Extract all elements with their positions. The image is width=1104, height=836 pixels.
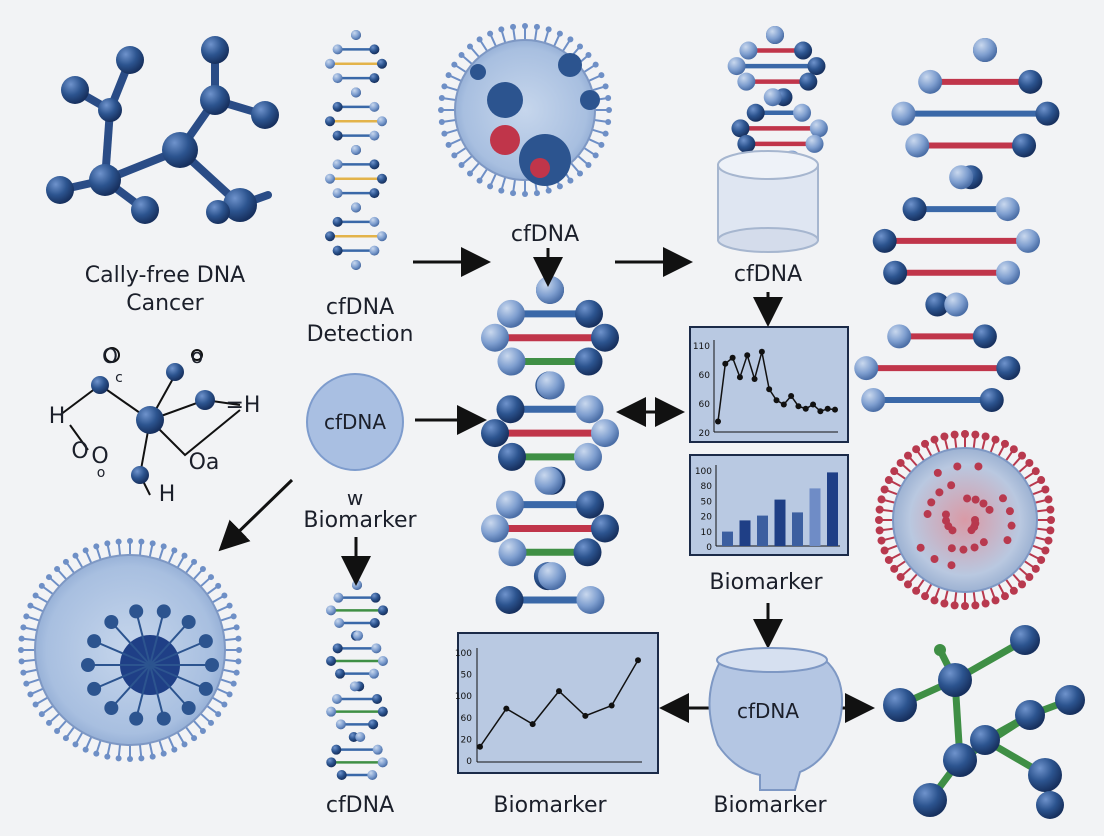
dna-helix-detection bbox=[325, 30, 387, 270]
chart-bar bbox=[739, 520, 751, 546]
chart-point bbox=[751, 376, 758, 382]
molecule-bottom-right-atoms bbox=[883, 625, 1085, 819]
label-biomarker-bottom-right: Biomarker bbox=[713, 793, 827, 818]
chart-point bbox=[744, 352, 751, 359]
chart-tick-label: 100 bbox=[695, 467, 712, 477]
label-w: w bbox=[346, 486, 364, 510]
cell-right bbox=[875, 430, 1055, 610]
chart-tick-label: 60 bbox=[461, 714, 473, 724]
label-cfdna-top-right: cfDNA bbox=[733, 262, 803, 287]
chart-point bbox=[729, 354, 736, 361]
label-cancer: Cancer bbox=[126, 291, 204, 316]
chart-point bbox=[503, 705, 510, 712]
dna-helices bbox=[325, 26, 1060, 780]
atom-label-h-bottom: H bbox=[158, 482, 176, 507]
dna-helix-top-right bbox=[727, 26, 828, 184]
dna-helix-center bbox=[481, 276, 619, 614]
cell-top-center bbox=[438, 23, 612, 197]
chart-bar bbox=[757, 515, 768, 546]
chart-point bbox=[802, 405, 809, 412]
chart-point bbox=[582, 712, 589, 719]
chart-point bbox=[715, 418, 721, 425]
chart-tick-label: 60 bbox=[699, 371, 711, 381]
arrow-to-bottom-left-cell bbox=[218, 478, 294, 552]
chart-point bbox=[722, 360, 729, 367]
atom-label-c-small: c bbox=[115, 370, 123, 386]
label-cfdna-top-center: cfDNA bbox=[510, 222, 580, 247]
chart-bar bbox=[827, 472, 838, 546]
chart-point bbox=[795, 403, 802, 410]
chart-line-top: 110 60 60 20 bbox=[689, 326, 849, 443]
chart-tick-label: 100 bbox=[455, 692, 472, 702]
chart-point bbox=[477, 743, 483, 750]
dna-helix-far-right bbox=[854, 38, 1060, 412]
beaker bbox=[717, 150, 819, 253]
cells bbox=[18, 23, 1055, 762]
chart-tick-label: 100 bbox=[455, 649, 472, 659]
chart-tick-label: 0 bbox=[466, 757, 472, 767]
chart-tick-label: 110 bbox=[693, 342, 710, 352]
chart-tick-label: 20 bbox=[699, 429, 711, 439]
atom-label-o-left1: O bbox=[71, 439, 89, 464]
label-biomarker-right-chart: Biomarker bbox=[709, 570, 823, 595]
label-cfdna-circle: cfDNA bbox=[323, 410, 387, 434]
chart-point bbox=[817, 408, 824, 415]
atom-label-oa: Oa bbox=[188, 450, 220, 475]
chart-tick-label: 60 bbox=[699, 400, 711, 410]
chart-line-bottom: 100 50 100 60 20 0 bbox=[455, 632, 659, 774]
dna-helix-bottom-left bbox=[326, 580, 388, 780]
chart-point bbox=[529, 721, 536, 728]
atom-label-o-top-right: o bbox=[190, 344, 204, 368]
chart-tick-label: 10 bbox=[701, 528, 713, 538]
vessel bbox=[708, 647, 844, 791]
label-cally-free-dna: Cally-free DNA bbox=[84, 263, 246, 288]
chart-point bbox=[773, 397, 780, 404]
chart-point bbox=[824, 405, 831, 412]
molecule-top-left-atoms bbox=[46, 36, 279, 224]
chart-tick-label: 80 bbox=[701, 482, 713, 492]
chart-point bbox=[736, 374, 743, 381]
chart-tick-label: 50 bbox=[701, 497, 713, 507]
chart-point bbox=[556, 688, 562, 695]
label-biomarker-left: Biomarker bbox=[303, 508, 417, 533]
atom-label-h-right: =H bbox=[225, 393, 261, 418]
molecule-middle-left-atoms bbox=[91, 363, 215, 484]
chart-bar bbox=[809, 488, 821, 546]
chart-point bbox=[810, 401, 817, 408]
chart-point bbox=[766, 386, 773, 393]
atom-label-o-left2: O bbox=[91, 444, 109, 469]
chart-bar bbox=[774, 499, 786, 546]
chart-point bbox=[832, 406, 838, 413]
chart-point bbox=[780, 401, 787, 408]
chart-point bbox=[608, 702, 615, 709]
chart-tick-label: 0 bbox=[706, 543, 712, 553]
label-cfdna-vessel: cfDNA bbox=[736, 699, 800, 723]
label-cfdna-detection-1: cfDNA bbox=[325, 295, 395, 320]
atom-label-h-left: H bbox=[48, 404, 66, 429]
chart-point bbox=[788, 393, 795, 399]
label-cfdna-bottom-left: cfDNA bbox=[325, 793, 395, 818]
chart-tick-label: 50 bbox=[461, 671, 473, 681]
label-cfdna-detection-2: Detection bbox=[306, 322, 414, 347]
atom-label-o-top-left: O bbox=[102, 344, 118, 368]
cfdna-circle bbox=[306, 373, 404, 471]
chart-tick-label: 20 bbox=[461, 735, 473, 745]
chart-point bbox=[758, 348, 765, 355]
label-biomarker-bottom-center: Biomarker bbox=[493, 793, 607, 818]
cell-bottom-left bbox=[18, 538, 242, 762]
chart-bar bbox=[722, 531, 733, 546]
chart-tick-label: 20 bbox=[701, 513, 713, 523]
chart-point bbox=[635, 657, 641, 664]
atom-label-o-small: o bbox=[96, 465, 106, 481]
chart-bar bbox=[792, 512, 803, 546]
